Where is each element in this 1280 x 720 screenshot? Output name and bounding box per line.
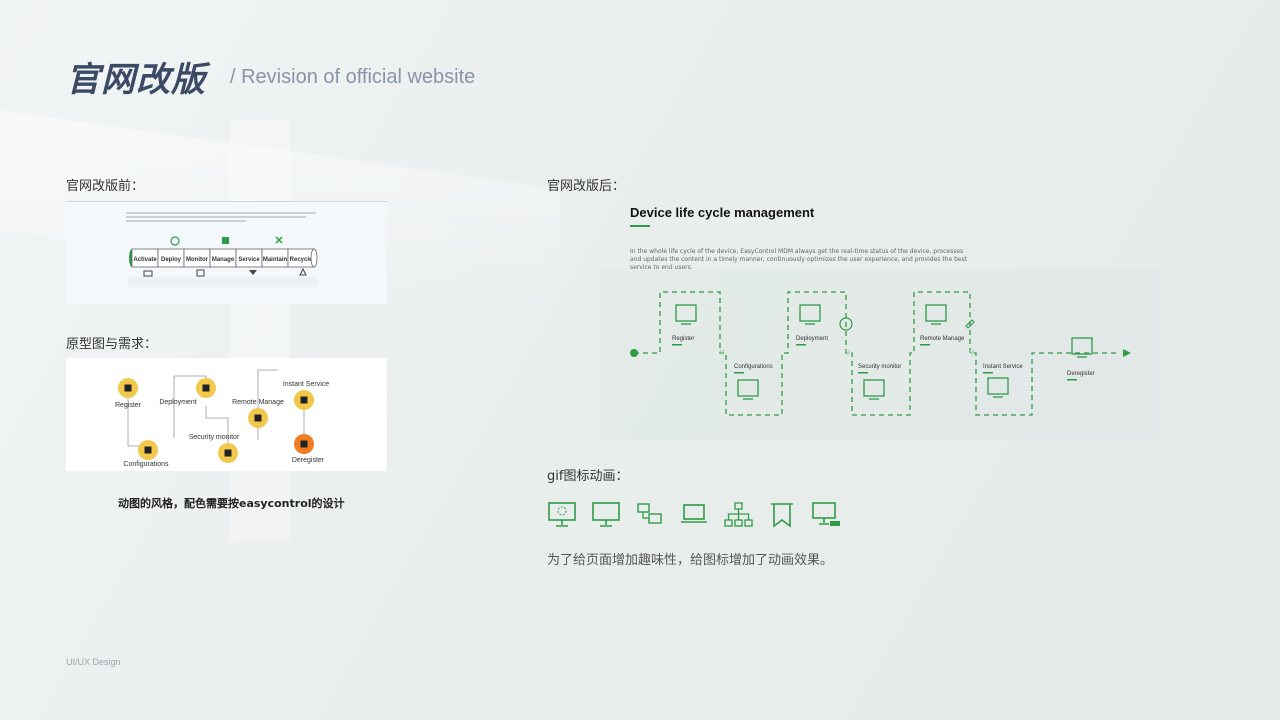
old-stage-label: Monitor — [186, 257, 209, 263]
requirement-note: 动图的风格，配色需要按easycontrol的设计 — [118, 497, 345, 510]
prototype-node-label: Register — [115, 402, 142, 409]
prototype-node-label: Security monitor — [189, 434, 240, 441]
page-title: 官网改版 — [66, 60, 206, 100]
lifecycle-step-icon — [737, 379, 759, 397]
pen-icon — [965, 319, 975, 329]
hierarchy-icon — [723, 501, 753, 529]
old-stage-label: Service — [238, 257, 260, 263]
prototype-node-glyph — [144, 446, 152, 454]
prototype-node-label: Deployment — [159, 399, 196, 406]
lifecycle-step-icon — [925, 304, 947, 322]
prototype-node-label: Deregister — [292, 457, 325, 464]
lifecycle-step-label: Configurations — [734, 364, 773, 370]
lifecycle-step-label: Deregister — [1067, 371, 1095, 377]
lifecycle-step-underline — [858, 372, 868, 374]
gif-label: gif图标动画： — [547, 469, 629, 484]
before-label: 官网改版前： — [66, 179, 145, 194]
lifecycle-step-underline — [672, 344, 682, 346]
lifecycle-step-icon — [1071, 337, 1093, 355]
prototype-node-glyph — [224, 449, 232, 457]
prototype-node-label: Remote Manage — [232, 399, 284, 406]
lifecycle-step-underline — [1067, 379, 1077, 381]
lifecycle-step-icon — [987, 377, 1009, 395]
lifecycle-step-label: Deployment — [796, 336, 828, 342]
old-stage-label: Maintain — [263, 257, 288, 263]
old-bottom-icons — [143, 267, 307, 277]
lifecycle-description: In the whole life cycle of the device, E… — [630, 248, 968, 271]
prototype-node-glyph — [300, 396, 308, 404]
lifecycle-step-label: Instant Service — [983, 364, 1023, 370]
title-underline — [630, 225, 650, 227]
footer-label: UI/UX Design — [66, 657, 121, 667]
lifecycle-step-icon — [799, 304, 821, 322]
laptop-icon — [679, 501, 709, 529]
after-label: 官网改版后： — [547, 179, 626, 194]
old-stage-label: Manage — [212, 257, 235, 263]
lifecycle-step-underline — [734, 372, 744, 374]
flow-end-arrow — [1123, 349, 1131, 357]
lifecycle-step-underline — [983, 372, 993, 374]
old-stage-label: Activate — [133, 257, 157, 263]
screens-icon — [635, 501, 665, 529]
prototype-node-glyph — [254, 414, 262, 422]
gif-icon-row — [547, 501, 841, 529]
prototype-label: 原型图与需求： — [66, 337, 158, 352]
lifecycle-step-label: Register — [672, 336, 694, 342]
lifecycle-step-icon — [675, 304, 697, 322]
prototype-node-glyph — [202, 384, 210, 392]
prototype-node-glyph — [124, 384, 132, 392]
monitor-icon — [591, 501, 621, 529]
prototype-node-glyph — [300, 440, 308, 448]
old-stage-label: Recycle — [290, 257, 313, 263]
lifecycle-title: Device life cycle management — [630, 205, 815, 220]
smile-badge-icon — [839, 317, 853, 331]
page-subtitle: / Revision of official website — [230, 66, 476, 88]
bookmark-icon — [767, 501, 797, 529]
old-stage-icons — [170, 236, 283, 246]
prototype-node-label: Instant Service — [283, 381, 329, 388]
lifecycle-step-underline — [920, 344, 930, 346]
lifecycle-step-icon — [863, 379, 885, 397]
monitor-loading-icon — [547, 501, 577, 529]
lifecycle-step-label: Security monitor — [858, 364, 901, 370]
lifecycle-step-underline — [796, 344, 806, 346]
prototype-node-label: Configurations — [123, 461, 169, 468]
lifecycle-step-label: Remote Manage — [920, 336, 965, 342]
old-stage-label: Deploy — [161, 257, 182, 263]
cylinder-end — [310, 248, 318, 268]
bottom-note: 为了给页面增加趣味性，给图标增加了动画效果。 — [547, 553, 834, 568]
monitor-keyboard-icon — [811, 501, 841, 529]
flow-start-dot — [630, 349, 638, 357]
